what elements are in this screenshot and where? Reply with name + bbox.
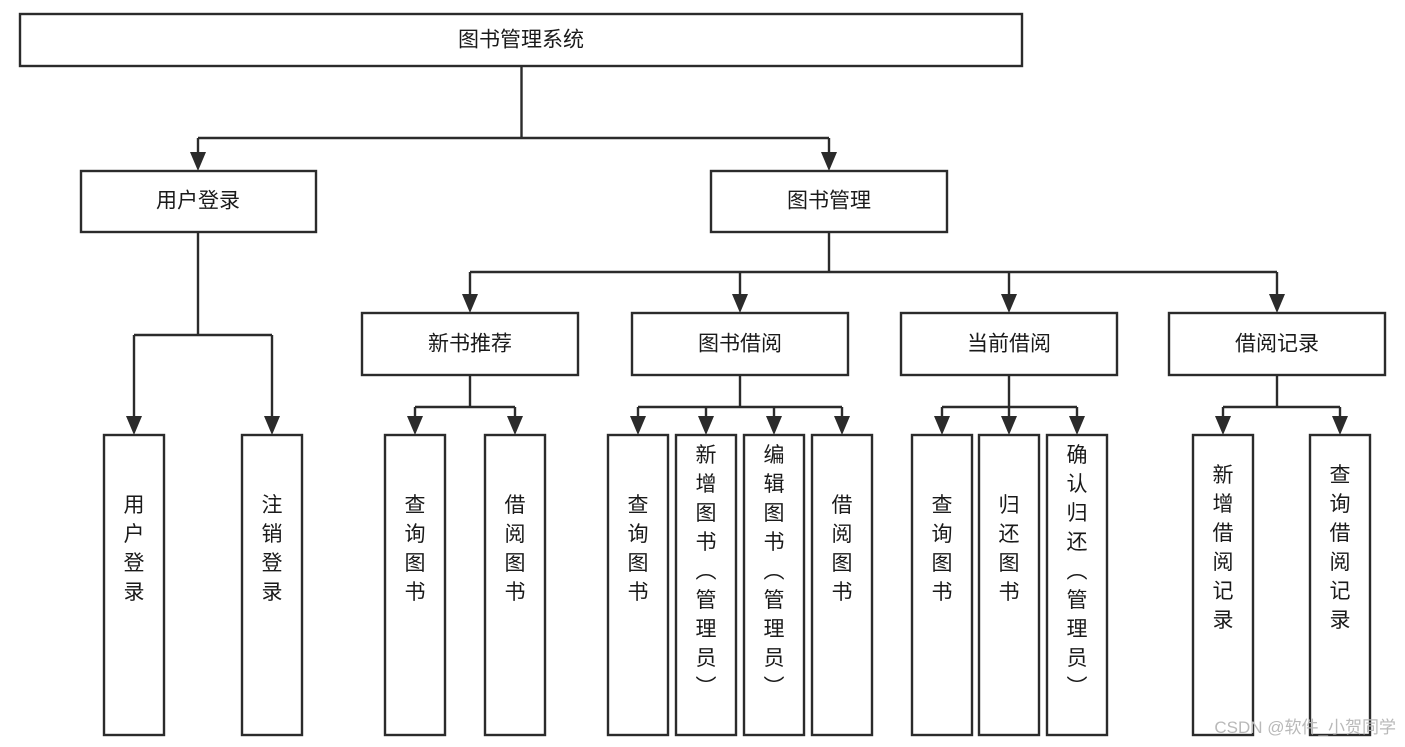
arrow-head-borrow-book-1	[507, 416, 523, 435]
node-add-borrow-record-box[interactable]	[1191, 433, 1255, 737]
arrow-head-add-borrow-record	[1215, 416, 1231, 435]
node-user-login-do-box[interactable]	[102, 433, 166, 737]
node-book-borrow[interactable]: 图书借阅	[630, 311, 850, 377]
arrow-head-add-book	[698, 416, 714, 435]
node-query-book-1-label: 查询图书	[405, 494, 426, 604]
node-new-book-recommend-label: 新书推荐	[428, 333, 512, 356]
node-confirm-return-label: 确认归还︵管理员︶	[1067, 444, 1088, 699]
node-query-book-1-box[interactable]	[383, 433, 447, 737]
node-current-borrow-box[interactable]	[899, 311, 1119, 377]
node-user-login-box[interactable]	[79, 169, 318, 234]
node-user-logout-box[interactable]	[240, 433, 304, 737]
node-user-login[interactable]: 用户登录	[79, 169, 318, 234]
arrow-head-new-book-recommend	[462, 294, 478, 313]
node-user-login-do[interactable]: 用户登录	[102, 433, 166, 737]
node-book-borrow-box[interactable]	[630, 311, 850, 377]
arrow-head-edit-book	[766, 416, 782, 435]
node-borrow-record-box[interactable]	[1167, 311, 1387, 377]
node-book-manage[interactable]: 图书管理	[709, 169, 949, 234]
node-book-manage-box[interactable]	[709, 169, 949, 234]
node-query-borrow-record[interactable]: 查询借阅记录	[1308, 433, 1372, 737]
arrow-head-borrow-book-2	[834, 416, 850, 435]
node-add-book-label: 新增图书︵管理员︶	[696, 444, 717, 699]
node-user-logout-label: 注销登录	[262, 494, 283, 604]
node-book-manage-label: 图书管理	[787, 190, 871, 213]
arrow-head-borrow-record	[1269, 294, 1285, 313]
node-query-book-2[interactable]: 查询图书	[606, 433, 670, 737]
node-borrow-book-1[interactable]: 借阅图书	[483, 433, 547, 737]
node-edit-book[interactable]: 编辑图书︵管理员︶	[742, 433, 806, 737]
watermark-label: CSDN @软件_小贺同学	[1214, 718, 1396, 737]
node-add-borrow-record-label: 新增借阅记录	[1213, 464, 1234, 632]
node-root[interactable]: 图书管理系统	[18, 12, 1024, 68]
node-book-borrow-label: 图书借阅	[698, 333, 782, 356]
node-query-book-2-box[interactable]	[606, 433, 670, 737]
node-query-borrow-record-box[interactable]	[1308, 433, 1372, 737]
node-borrow-record-label: 借阅记录	[1235, 333, 1319, 356]
arrow-head-query-book-3	[934, 416, 950, 435]
arrow-head-user-logout	[264, 416, 280, 435]
node-add-book-box[interactable]	[674, 433, 738, 737]
node-user-logout[interactable]: 注销登录	[240, 433, 304, 737]
node-confirm-return-box[interactable]	[1045, 433, 1109, 737]
node-root-label: 图书管理系统	[458, 29, 584, 52]
node-query-book-1[interactable]: 查询图书	[383, 433, 447, 737]
node-current-borrow[interactable]: 当前借阅	[899, 311, 1119, 377]
node-borrow-book-1-label: 借阅图书	[505, 494, 526, 604]
arrow-head-return-book	[1001, 416, 1017, 435]
arrow-head-query-book-1	[407, 416, 423, 435]
node-new-book-recommend-box[interactable]	[360, 311, 580, 377]
node-borrow-book-2-box[interactable]	[810, 433, 874, 737]
node-borrow-book-2[interactable]: 借阅图书	[810, 433, 874, 737]
node-add-borrow-record[interactable]: 新增借阅记录	[1191, 433, 1255, 737]
node-user-login-do-label: 用户登录	[124, 494, 145, 604]
node-query-book-2-label: 查询图书	[628, 494, 649, 604]
arrow-head-user-login-do	[126, 416, 142, 435]
node-query-book-3-box[interactable]	[910, 433, 974, 737]
arrow-head-book-manage	[821, 152, 837, 171]
node-borrow-book-1-box[interactable]	[483, 433, 547, 737]
arrow-head-confirm-return	[1069, 416, 1085, 435]
node-edit-book-label: 编辑图书︵管理员︶	[764, 444, 785, 699]
node-edit-book-box[interactable]	[742, 433, 806, 737]
node-user-login-label: 用户登录	[156, 190, 240, 213]
arrow-head-user-login	[190, 152, 206, 171]
arrow-head-query-borrow-record	[1332, 416, 1348, 435]
node-query-borrow-record-label: 查询借阅记录	[1330, 464, 1351, 632]
node-query-book-3[interactable]: 查询图书	[910, 433, 974, 737]
node-root-box[interactable]	[18, 12, 1024, 68]
node-current-borrow-label: 当前借阅	[967, 333, 1051, 356]
node-add-book[interactable]: 新增图书︵管理员︶	[674, 433, 738, 737]
node-confirm-return[interactable]: 确认归还︵管理员︶	[1045, 433, 1109, 737]
node-return-book-label: 归还图书	[999, 494, 1020, 604]
arrow-head-book-borrow	[732, 294, 748, 313]
connector-layer	[126, 66, 1348, 435]
arrow-head-current-borrow	[1001, 294, 1017, 313]
node-borrow-book-2-label: 借阅图书	[832, 494, 853, 604]
node-new-book-recommend[interactable]: 新书推荐	[360, 311, 580, 377]
node-return-book[interactable]: 归还图书	[977, 433, 1041, 737]
node-borrow-record[interactable]: 借阅记录	[1167, 311, 1387, 377]
arrow-head-query-book-2	[630, 416, 646, 435]
node-query-book-3-label: 查询图书	[932, 494, 953, 604]
node-return-book-box[interactable]	[977, 433, 1041, 737]
